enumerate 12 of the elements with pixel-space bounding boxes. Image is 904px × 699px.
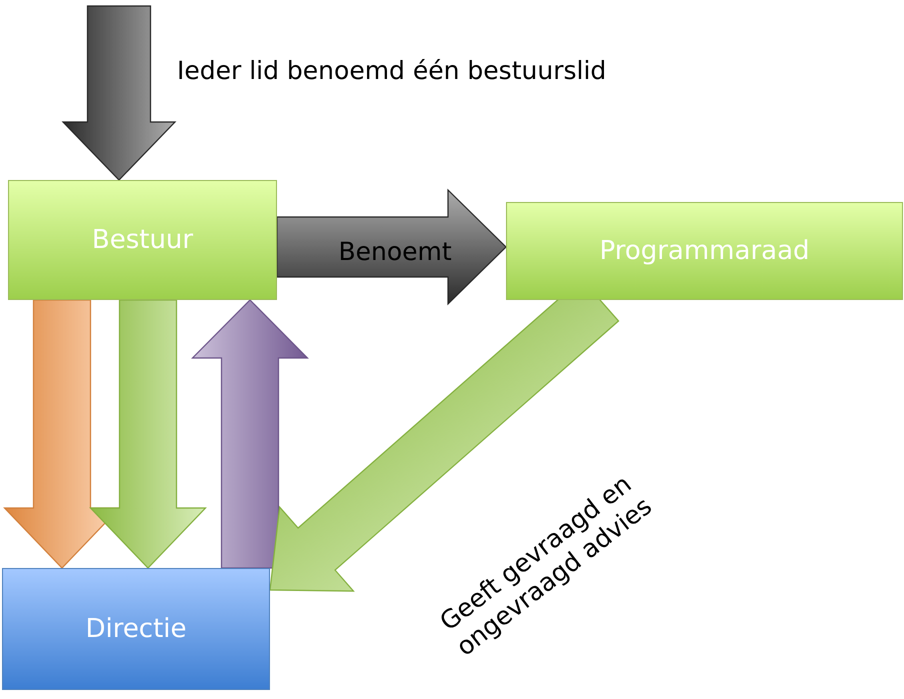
edge-label: Benoemt <box>338 237 452 267</box>
process-box <box>2 568 270 690</box>
edge-label: Ieder lid benoemd één bestuurslid <box>177 56 606 86</box>
node-label: Bestuur <box>92 225 194 255</box>
process-box <box>506 202 903 300</box>
block-arrow <box>62 5 176 181</box>
block-arrow <box>276 188 507 306</box>
block-arrow <box>191 299 309 569</box>
node-label: Programmaraad <box>599 236 810 266</box>
node-label: Directie <box>85 614 187 644</box>
block-arrow <box>89 299 207 569</box>
process-box <box>8 180 277 300</box>
